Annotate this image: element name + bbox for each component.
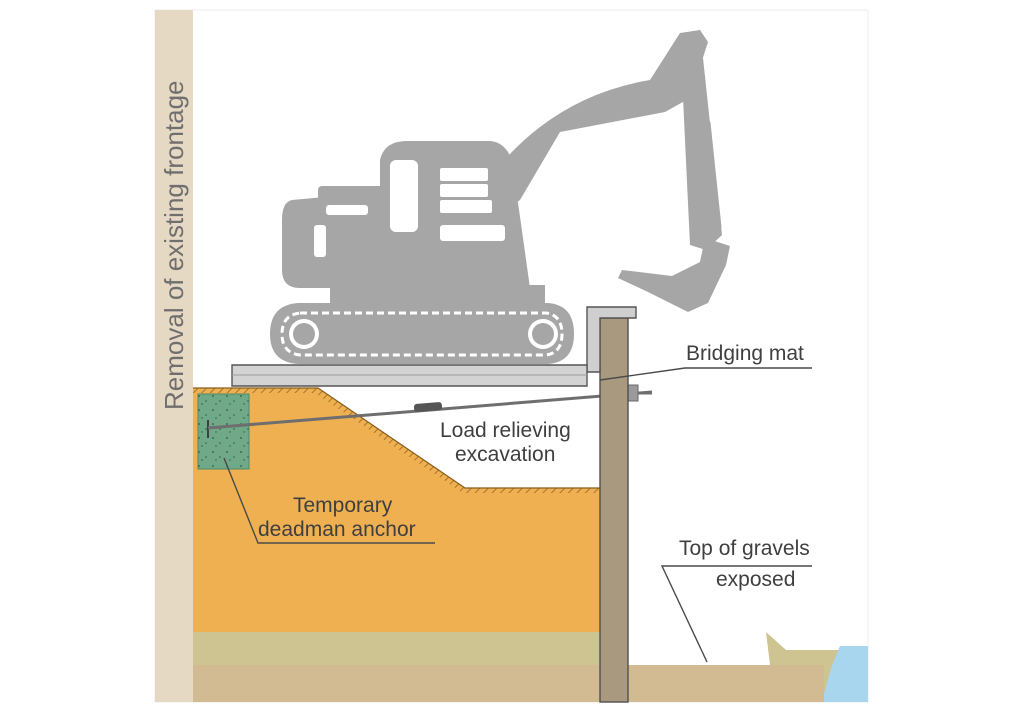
capping-beam bbox=[586, 306, 637, 373]
side-title: Removal of existing frontage bbox=[159, 80, 189, 410]
excavation-outline bbox=[193, 387, 600, 489]
deadman-leader bbox=[223, 457, 435, 544]
bridging-mat-label: Bridging mat bbox=[686, 342, 804, 365]
sheet-pile-wall bbox=[599, 317, 629, 703]
deadman-label-line2: deadman anchor bbox=[258, 518, 416, 541]
side-band bbox=[155, 10, 193, 702]
tie-rod-nut bbox=[627, 384, 639, 402]
leader-lines bbox=[223, 367, 812, 663]
clay-layer bbox=[193, 632, 600, 665]
water bbox=[822, 646, 868, 702]
load-relieving-label-line2: excavation bbox=[455, 443, 555, 466]
excavator-windows bbox=[314, 160, 505, 257]
bridging-mat-leader bbox=[599, 367, 812, 381]
deadman-anchor-block bbox=[197, 393, 250, 470]
gravels-leader bbox=[660, 565, 812, 663]
turnbuckle bbox=[413, 402, 443, 412]
river-bed bbox=[628, 665, 824, 702]
deadman-label-line1: Temporary bbox=[293, 494, 393, 517]
load-relieving-label-line1: Load relieving bbox=[440, 419, 571, 442]
soil-body bbox=[193, 388, 600, 632]
gravels-label-line1: Top of gravels bbox=[679, 537, 810, 560]
excavator-icon bbox=[270, 30, 730, 364]
gravels-label-line2: exposed bbox=[716, 568, 795, 591]
